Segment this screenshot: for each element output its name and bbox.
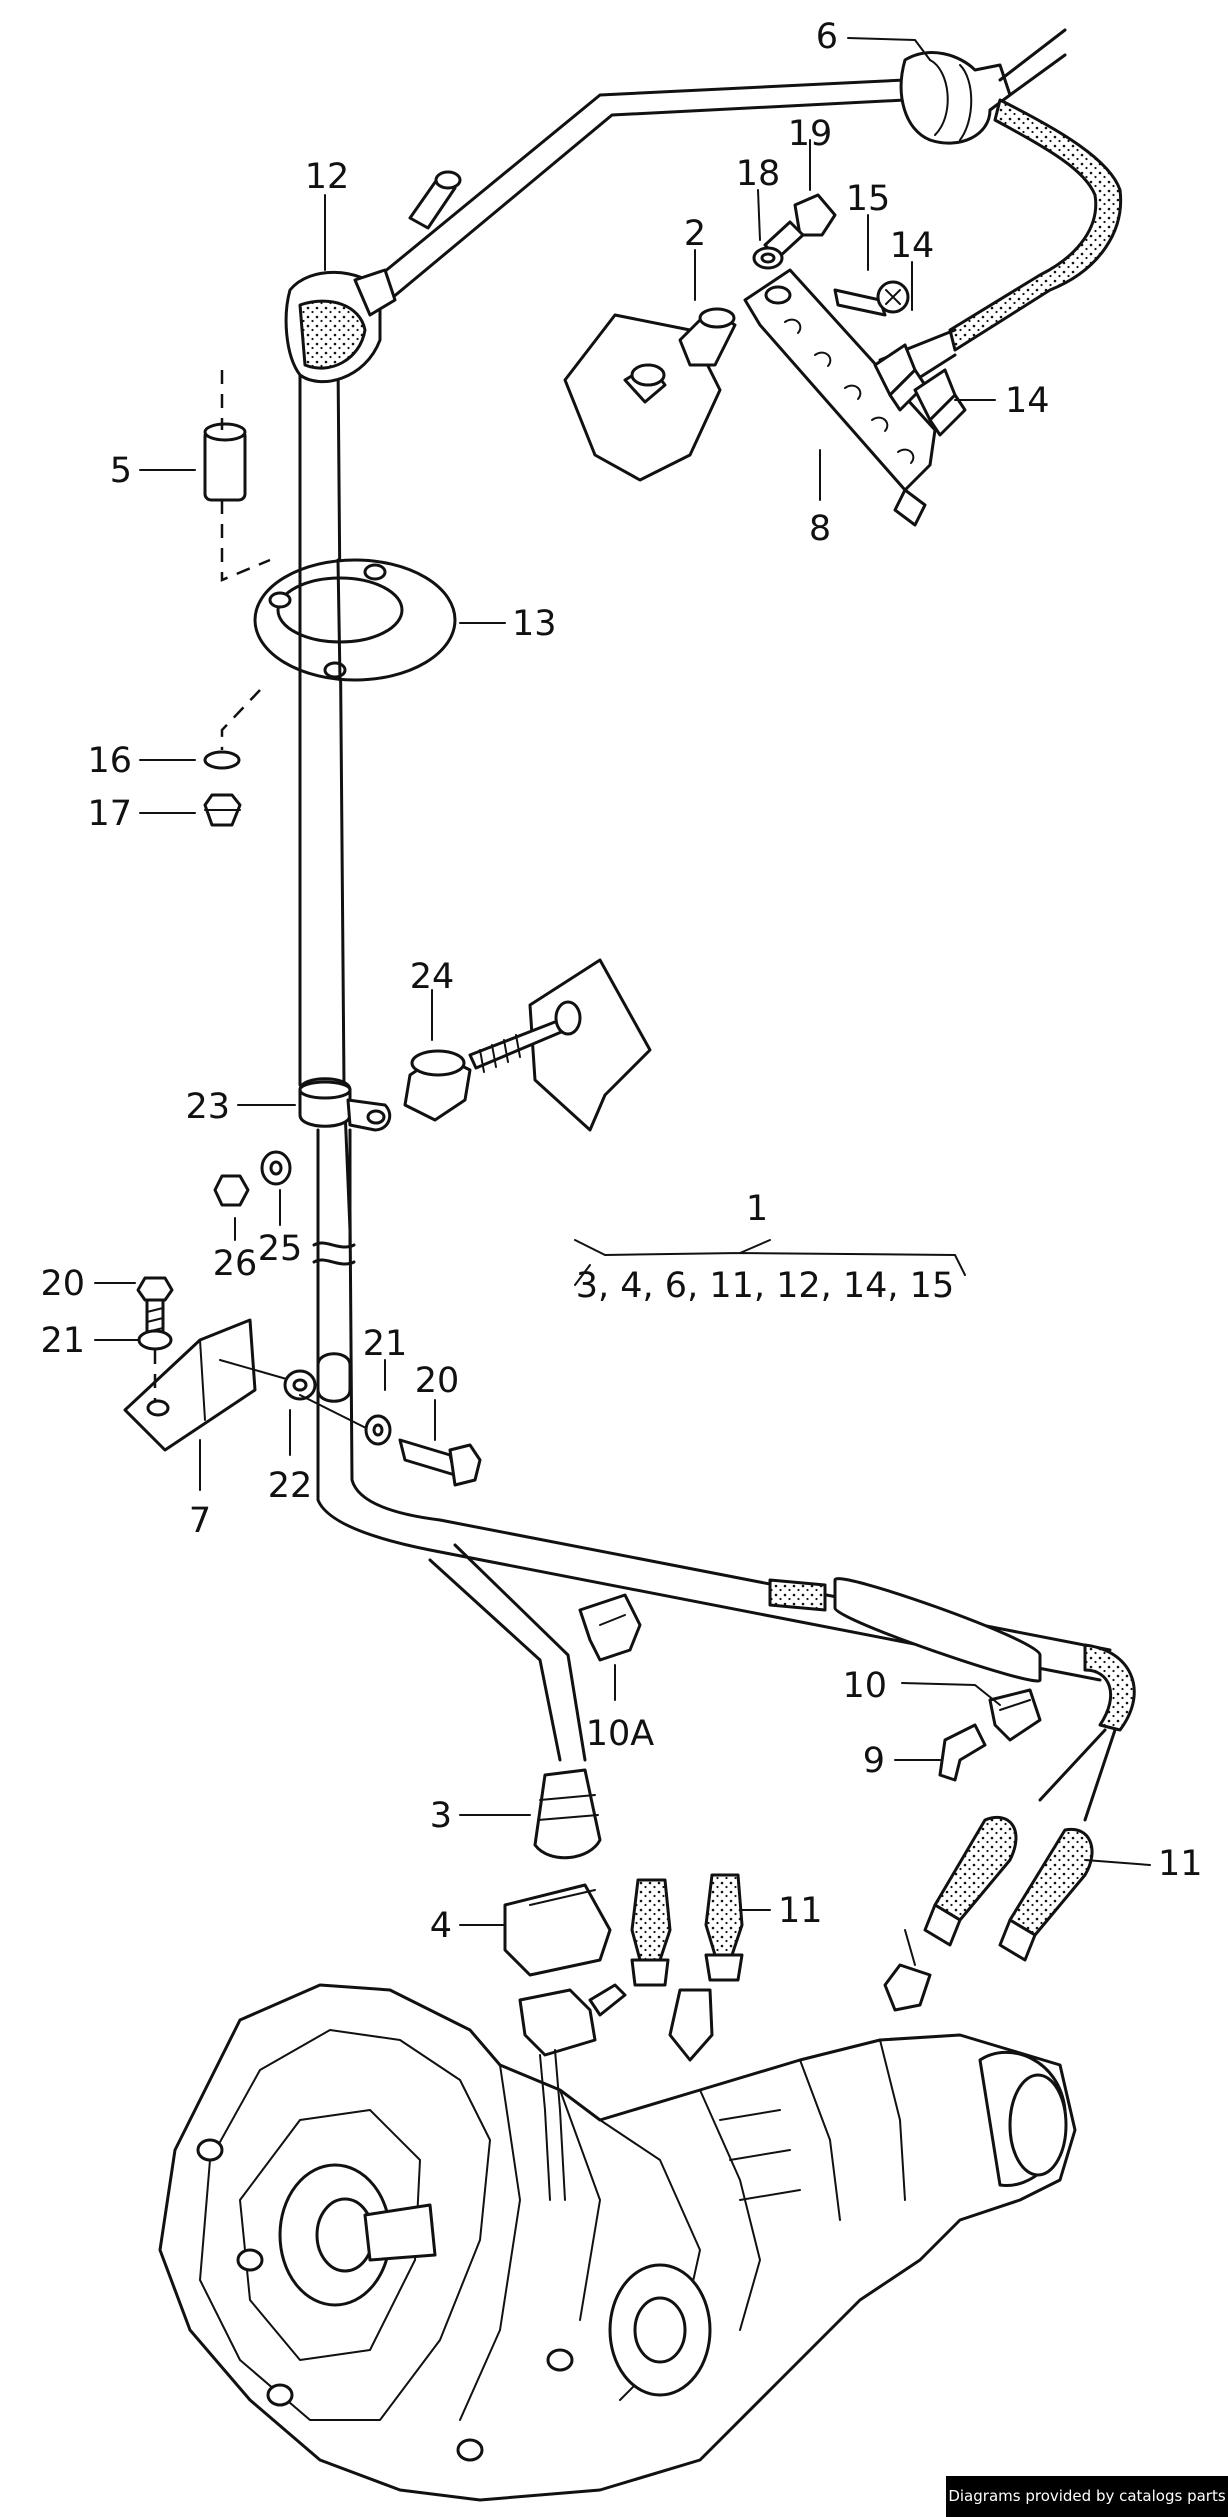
label-2: 2 — [684, 214, 706, 254]
label-15: 15 — [846, 179, 891, 219]
label-20-left: 20 — [40, 1264, 85, 1304]
bolt-near-12 — [408, 170, 462, 230]
washer-part-21b — [364, 1414, 392, 1446]
wire-to-part-3 — [428, 1543, 587, 1762]
label-21-left: 21 — [40, 1321, 85, 1361]
label-1: 1 — [746, 1189, 768, 1229]
label-13: 13 — [512, 604, 557, 644]
harness-break-top — [312, 1241, 356, 1249]
label-6: 6 — [816, 17, 838, 57]
washer-part-18 — [752, 246, 784, 270]
label-7: 7 — [189, 1501, 211, 1541]
connector-part-14b — [913, 368, 967, 437]
sensor-center — [668, 1988, 714, 2062]
bolt-part-20b — [398, 1438, 482, 1487]
label-3: 3 — [430, 1796, 452, 1836]
connector-part-11-left-b — [704, 1873, 744, 1982]
label-5: 5 — [110, 451, 132, 491]
label-16: 16 — [87, 741, 132, 781]
label-26: 26 — [213, 1244, 258, 1284]
relay-part-15 — [833, 280, 910, 317]
label-1-group: 3, 4, 6, 11, 12, 14, 15 — [576, 1266, 954, 1306]
washer-part-25 — [260, 1150, 292, 1186]
label-12: 12 — [305, 157, 350, 197]
label-9: 9 — [863, 1741, 885, 1781]
label-23: 23 — [185, 1087, 230, 1127]
clip-part-10A — [578, 1593, 642, 1662]
label-25: 25 — [258, 1229, 303, 1269]
label-14-top: 14 — [890, 226, 935, 266]
label-21-right: 21 — [363, 1324, 408, 1364]
clamp-part-22 — [283, 1352, 371, 1431]
grommet-part-6 — [899, 28, 1067, 145]
label-19: 19 — [788, 114, 833, 154]
label-22: 22 — [268, 1466, 313, 1506]
sleeve-part-5 — [203, 370, 271, 582]
label-14-right: 14 — [1005, 381, 1050, 421]
label-4: 4 — [430, 1906, 452, 1946]
label-18: 18 — [736, 154, 781, 194]
nut-part-26 — [213, 1174, 250, 1207]
label-17: 17 — [87, 794, 132, 834]
socket-part-4 — [503, 1883, 612, 1977]
sensor-right — [883, 1929, 932, 2012]
sleeve-run — [768, 1577, 1136, 1822]
label-11-center: 11 — [778, 1891, 823, 1931]
switch-on-housing — [518, 1983, 627, 2201]
leader-lines — [94, 37, 1151, 1926]
terminal-strip-part-8 — [743, 268, 937, 527]
junction-housing-part-12 — [284, 268, 397, 384]
mount-plate — [563, 313, 722, 482]
label-20-right: 20 — [415, 1361, 460, 1401]
boot-part-3 — [533, 1768, 602, 1860]
spacer-part-24 — [403, 1049, 472, 1122]
harness-top — [298, 78, 1112, 1682]
credit-text: Diagrams provided by catalogs parts — [948, 2487, 1226, 2505]
connector-part-11-right-b — [998, 1827, 1094, 1962]
plate-with-stud — [468, 958, 652, 1132]
washer-nut-16-17 — [203, 689, 261, 827]
clip-part-10 — [988, 1688, 1042, 1742]
label-10A: 10A — [586, 1714, 655, 1754]
transmission-housing — [158, 1983, 1077, 2502]
callout-labels: 6 12 19 18 2 15 14 14 8 5 13 16 17 24 23… — [40, 17, 1202, 1946]
label-24: 24 — [410, 957, 455, 997]
clamp-part-23 — [298, 1077, 392, 1132]
label-11-right: 11 — [1158, 1844, 1203, 1884]
harness-break-bottom — [312, 1258, 356, 1266]
connector-part-11-left-a — [630, 1878, 672, 1987]
label-10: 10 — [842, 1666, 887, 1706]
ring-flange-part-13 — [253, 558, 457, 682]
bracket-part-7 — [123, 1318, 291, 1452]
label-8: 8 — [809, 509, 831, 549]
credit-banner: Diagrams provided by catalogs parts — [946, 2476, 1228, 2517]
plug-part-2 — [678, 307, 737, 367]
connector-part-11-right-a — [923, 1815, 1018, 1947]
bracket-part-9 — [938, 1723, 987, 1782]
